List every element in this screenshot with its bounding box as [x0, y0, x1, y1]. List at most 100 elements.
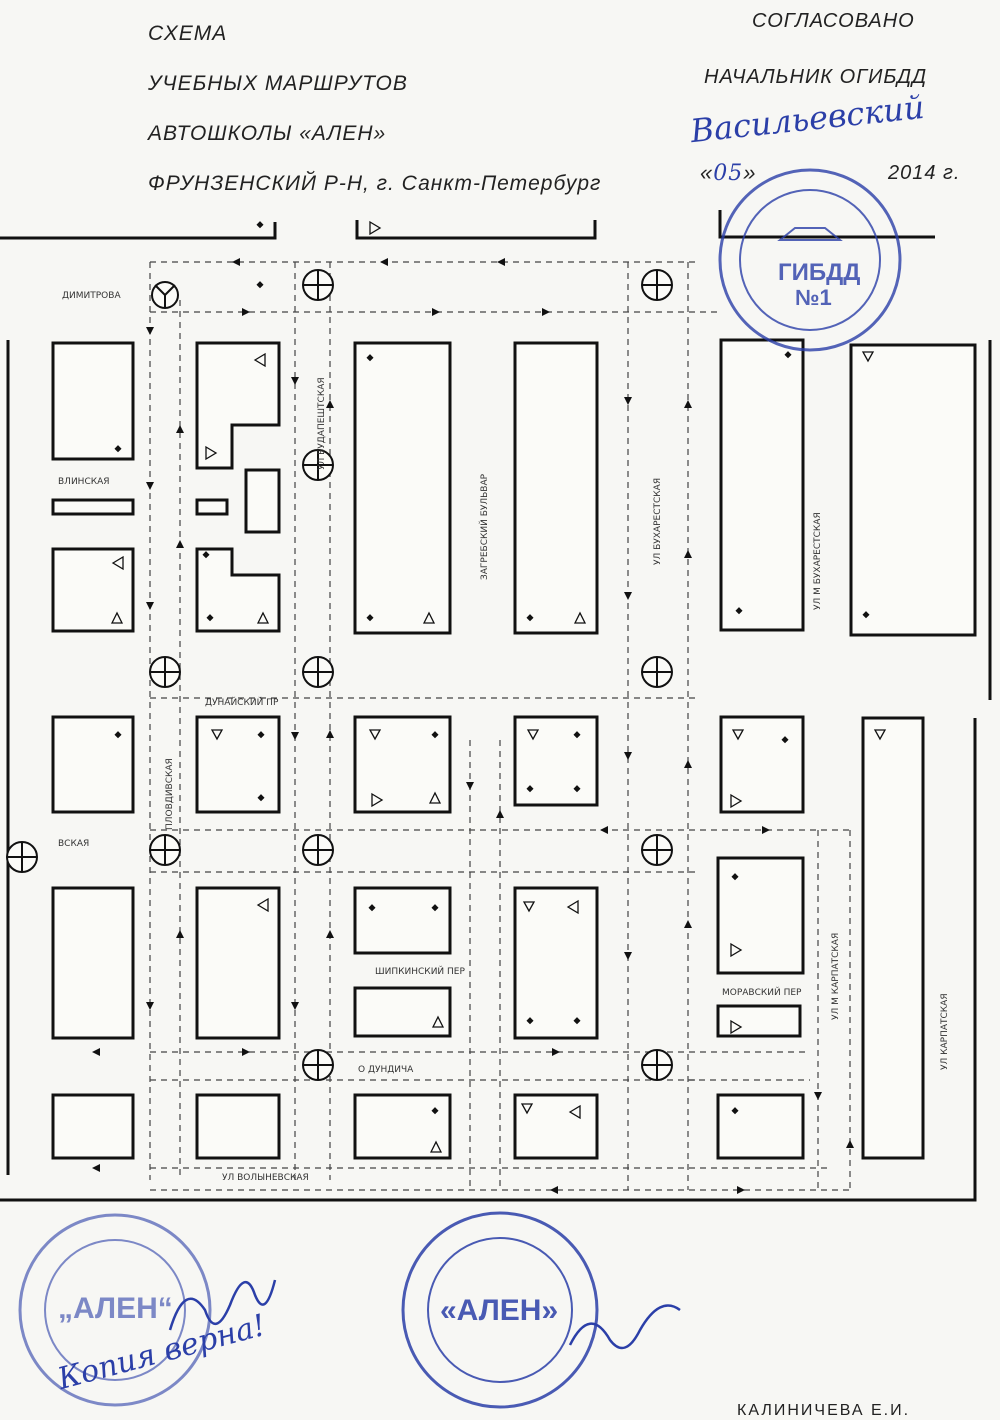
street-label: ПЛОВДИВСКАЯ [165, 758, 175, 830]
yield-signs [110, 220, 887, 1153]
arrow-left-icon [380, 258, 388, 266]
traffic-light-icon [302, 269, 334, 301]
traffic-light-icon [149, 656, 181, 688]
yield-sign-icon [526, 729, 540, 741]
arrow-up-icon [684, 760, 692, 768]
car-icon [777, 227, 843, 241]
title-line-1: СХЕМА [148, 22, 228, 45]
street-label: МОРАВСКИЙ ПЕР [722, 986, 802, 998]
street-label: ЗАГРЕБСКИЙ БУЛЬВАР [478, 473, 490, 580]
approval-date-day: 05 [713, 161, 744, 186]
approval-year: 2014 г. [888, 162, 961, 184]
route-points [114, 221, 870, 1115]
signature-marks [168, 1279, 681, 1350]
arrow-up-icon [326, 400, 334, 408]
direction-arrows [92, 258, 854, 1194]
yield-sign-icon [429, 1140, 443, 1153]
gibdd-stamp: ГИБДД №1 [718, 168, 902, 352]
arrow-down-icon [624, 752, 632, 760]
street-label: ШИПКИНСКИЙ ПЕР [375, 965, 465, 977]
title-line-3: АВТОШКОЛЫ «АЛЕН» [148, 122, 387, 145]
arrow-left-icon [497, 258, 505, 266]
approval-agreed: СОГЛАСОВАНО [752, 10, 915, 32]
title-line-4: ФРУНЗЕНСКИЙ Р-Н, г. Санкт-Петербург [148, 172, 602, 195]
street-label: ВСКАЯ [58, 839, 89, 849]
alen-stamp-left: „АЛЕН“ [18, 1213, 212, 1407]
yield-sign-icon [371, 792, 384, 808]
street-label: ДИМИТРОВА [62, 291, 121, 301]
yield-sign-icon [210, 729, 224, 741]
arrow-right-icon [552, 1048, 560, 1056]
arrow-down-icon [146, 602, 154, 610]
arrow-left-icon [232, 258, 240, 266]
street-label: ДУНАЙСКИЙ ПР [205, 696, 279, 708]
street-label: О ДУНДИЧА [358, 1065, 414, 1075]
traffic-light-icon [641, 656, 673, 688]
map-boundary [0, 210, 992, 1202]
arrow-left-icon [550, 1186, 558, 1194]
approval-chief: НАЧАЛЬНИК ОГИБДД [704, 66, 928, 88]
arrow-right-icon [737, 1186, 745, 1194]
street-label: ВЛИНСКАЯ [58, 477, 110, 487]
yield-sign-icon [110, 611, 124, 624]
yield-sign-icon [111, 555, 124, 571]
arrow-right-icon [242, 308, 250, 316]
arrow-down-icon [146, 482, 154, 490]
yield-sign-icon [256, 611, 270, 624]
arrow-up-icon [176, 930, 184, 938]
arrow-down-icon [291, 1002, 299, 1010]
yield-sign-icon [873, 729, 887, 741]
arrow-down-icon [291, 732, 299, 740]
roundabout-icon [151, 281, 179, 309]
alen-stamp-text: „АЛЕН“ [58, 1292, 173, 1325]
yield-sign-icon [256, 897, 269, 913]
gibdd-stamp-number: №1 [795, 285, 832, 310]
street-label: УЛ БУДАПЕШТСКАЯ [317, 377, 327, 470]
arrow-up-icon [326, 930, 334, 938]
arrow-up-icon [846, 1140, 854, 1148]
arrow-down-icon [466, 782, 474, 790]
arrow-down-icon [291, 377, 299, 385]
street-label: УЛ КАРПАТСКАЯ [940, 993, 950, 1070]
traffic-light-icon [149, 834, 181, 866]
approval-date: «05» [700, 160, 757, 186]
arrow-down-icon [814, 1092, 822, 1100]
yield-sign-icon [730, 793, 743, 809]
route-lines [149, 261, 851, 1191]
yield-sign-icon [369, 220, 382, 236]
yield-sign-icon [428, 791, 442, 804]
arrow-down-icon [624, 397, 632, 405]
yield-sign-icon [730, 1019, 743, 1035]
street-label: УЛ М БУХАРЕСТСКАЯ [813, 512, 823, 610]
yield-sign-icon [422, 611, 436, 624]
city-blocks [51, 338, 977, 1160]
traffic-light-icon [302, 656, 334, 688]
traffic-light-icon [302, 834, 334, 866]
traffic-light-icon [302, 449, 334, 481]
arrow-right-icon [432, 308, 440, 316]
arrow-left-icon [600, 826, 608, 834]
alen-stamp-right: «АЛЕН» [401, 1211, 599, 1409]
yield-sign-icon [573, 611, 587, 624]
arrow-up-icon [176, 540, 184, 548]
arrow-left-icon [92, 1164, 100, 1172]
arrow-up-icon [684, 400, 692, 408]
yield-sign-icon [568, 1104, 581, 1120]
yield-sign-icon [368, 729, 382, 741]
arrow-up-icon [496, 810, 504, 818]
title-line-2: УЧЕБНЫХ МАРШРУТОВ [148, 72, 408, 95]
yield-sign-icon [861, 351, 875, 363]
arrow-up-icon [684, 550, 692, 558]
alen-stamp-text: «АЛЕН» [440, 1294, 558, 1327]
arrow-up-icon [176, 425, 184, 433]
arrow-down-icon [624, 592, 632, 600]
yield-sign-icon [253, 352, 266, 368]
yield-sign-icon [520, 1103, 534, 1115]
arrow-right-icon [762, 826, 770, 834]
traffic-light-icon [641, 834, 673, 866]
street-label: УЛ БУХАРЕСТСКАЯ [653, 478, 663, 565]
traffic-light-icon [6, 841, 38, 873]
yield-sign-icon [431, 1015, 445, 1028]
yield-sign-icon [731, 729, 745, 741]
